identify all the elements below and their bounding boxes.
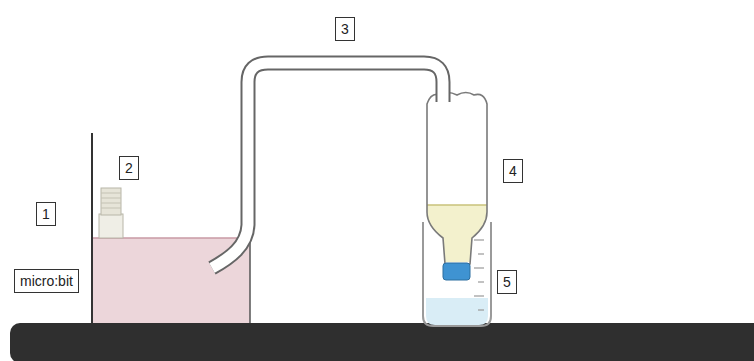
sensor: [99, 188, 123, 238]
bottle: [427, 93, 487, 265]
callout-number: 1: [36, 202, 56, 226]
bottle-cap: [443, 263, 470, 280]
beaker-water: [426, 298, 488, 325]
bottle-liquid-surface: [427, 204, 487, 206]
tube: [212, 63, 443, 268]
callout-number: 5: [497, 270, 517, 294]
callout-number: 2: [119, 156, 139, 180]
part-label: micro:bit: [14, 269, 79, 293]
tank-wall: [91, 133, 93, 323]
callout-number: 3: [335, 17, 355, 41]
callout-number: 4: [503, 159, 523, 183]
tank-wall: [249, 238, 251, 323]
bench: [10, 323, 754, 361]
beaker-scale: [474, 240, 484, 310]
